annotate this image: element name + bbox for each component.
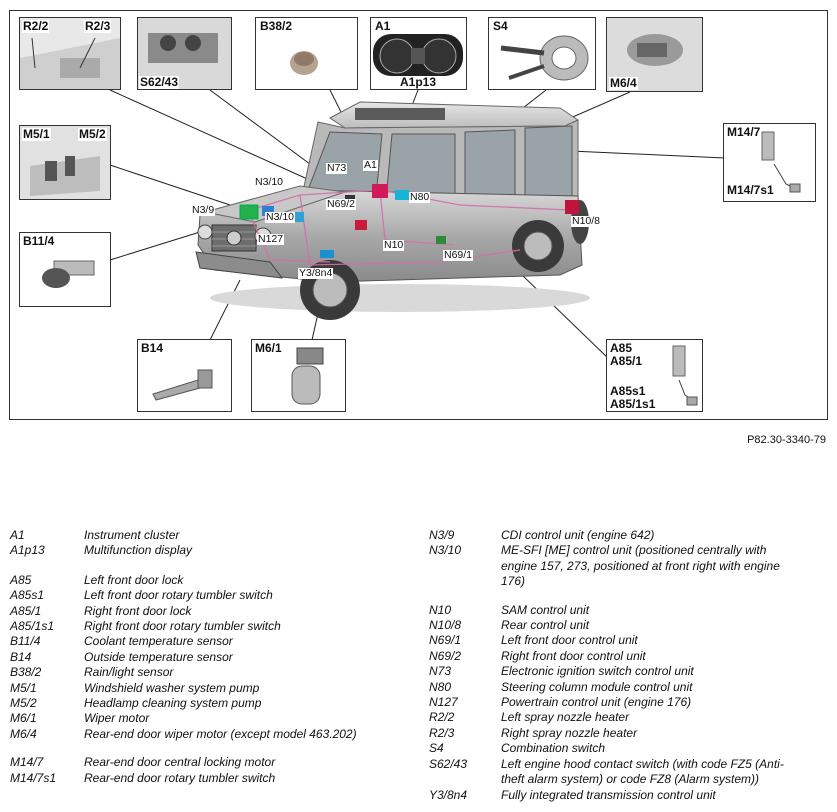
callout-m14-7: M14/7: [726, 125, 762, 139]
inset-b14: B14: [137, 339, 232, 412]
label-n3-10-upper: N3/10: [254, 176, 285, 188]
callout-m5-1: M5/1: [22, 127, 51, 141]
label-n73: N73: [326, 162, 348, 174]
callout-a1: A1: [375, 19, 391, 33]
label-n3-10-lower: N3/10: [265, 211, 296, 223]
combination-switch-illustration: [500, 35, 589, 81]
callout-m5-2: M5/2: [78, 127, 107, 141]
label-n69-1: N69/1: [443, 249, 474, 261]
inset-r22-r23: R2/2 R2/3: [19, 17, 121, 90]
callout-b14: B14: [141, 341, 164, 355]
inset-m6-4: M6/4: [606, 17, 703, 92]
label-n10-8: N10/8: [571, 215, 602, 227]
callout-s4: S4: [493, 19, 508, 33]
inset-a85: A85 A85/1 A85s1 A85/1s1: [606, 339, 703, 412]
callout-m6-4: M6/4: [609, 76, 638, 90]
instrument-cluster-illustration: [373, 34, 463, 76]
label-n69-2: N69/2: [326, 198, 357, 210]
callout-a85: A85: [610, 341, 633, 355]
label-a1: A1: [363, 159, 378, 171]
callout-s62-43: S62/43: [139, 75, 180, 89]
label-n127: N127: [257, 233, 285, 245]
coolant-sensor-illustration: [42, 260, 95, 288]
callout-r23: R2/3: [84, 19, 112, 33]
label-y3-8n4: Y3/8n4: [298, 267, 334, 279]
wiper-motor-illustration: [291, 347, 324, 405]
callout-a85s1: A85s1: [609, 384, 647, 398]
callout-b11-4: B11/4: [23, 234, 55, 248]
figure-reference: P82.30-3340-79: [747, 434, 826, 446]
callout-m14-7s1: M14/7s1: [726, 183, 775, 197]
inset-s4: S4: [488, 17, 596, 90]
inset-b11-4: B11/4: [19, 232, 111, 307]
inset-m5-1-m5-2: M5/1 M5/2: [19, 125, 111, 200]
inset-s62-43: S62/43: [137, 17, 232, 90]
callout-a85-1: A85/1: [610, 354, 643, 368]
outside-temp-sensor-illustration: [152, 369, 213, 401]
inset-m14-7: M14/7 M14/7s1: [723, 123, 816, 202]
callout-a1p13: A1p13: [399, 75, 438, 89]
door-lock-illustration: [672, 345, 698, 406]
inset-a1: A1 A1p13: [370, 17, 467, 90]
diagram-stage: R2/2 R2/3 S62/43 B38/2 A1 A1p13 S4 M6/4 …: [19, 17, 816, 412]
inset-m6-1: M6/1: [251, 339, 346, 412]
inset-b38-2: B38/2: [255, 17, 358, 90]
label-n80: N80: [409, 191, 431, 203]
label-n10: N10: [383, 239, 405, 251]
callout-a85-1s1: A85/1s1: [609, 397, 657, 411]
callout-r22: R2/2: [22, 19, 50, 33]
central-locking-motor-illustration: [761, 131, 801, 193]
rain-light-sensor-illustration: [290, 51, 318, 75]
label-n3-9: N3/9: [191, 204, 216, 216]
callout-m6-1: M6/1: [255, 341, 282, 355]
vehicle-illustration: [195, 101, 590, 320]
callout-b38-2: B38/2: [260, 19, 293, 33]
hood-switch-illustration: [138, 18, 231, 89]
